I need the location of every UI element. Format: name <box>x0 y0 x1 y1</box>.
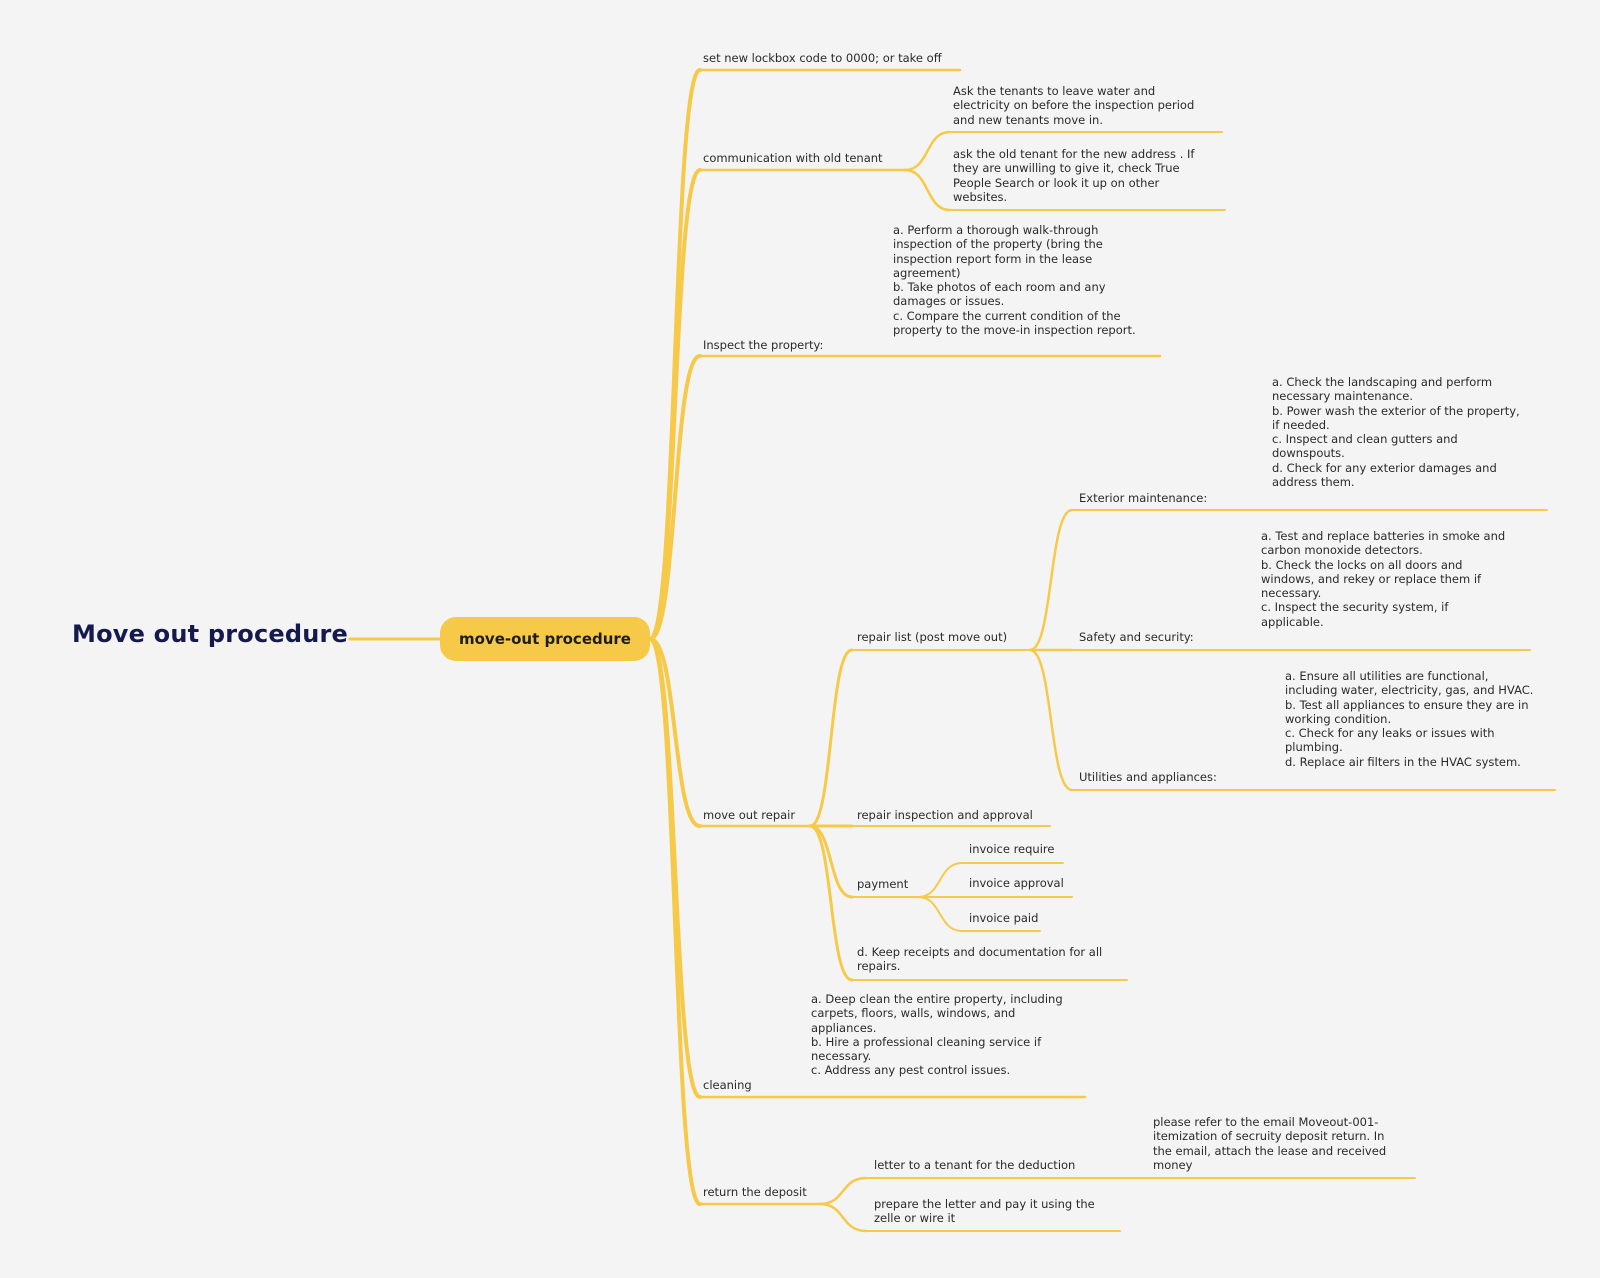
node-payment[interactable]: payment <box>857 877 909 891</box>
branch-line-deduction-letter <box>818 1176 868 1206</box>
node-cleaning-detail[interactable]: a. Deep clean the entire property, inclu… <box>811 992 1063 1078</box>
branch-line-inspect <box>648 354 702 641</box>
page-title[interactable]: Move out procedure <box>72 620 349 648</box>
branch-line-deposit <box>648 637 702 1206</box>
node-return-deposit[interactable]: return the deposit <box>703 1185 807 1199</box>
branch-line-utilities-appliances <box>1028 648 1074 792</box>
node-utilities-detail[interactable]: a. Ensure all utilities are functional, … <box>1285 669 1534 769</box>
branch-line-keep-receipts <box>808 824 854 982</box>
node-repair-list[interactable]: repair list (post move out) <box>857 630 1008 644</box>
branch-line-lockbox <box>648 68 702 641</box>
branch-line-pay-zelle <box>818 1202 868 1233</box>
branch-line-cleaning <box>648 637 702 1099</box>
node-leave-utilities-on[interactable]: Ask the tenants to leave water and elect… <box>953 84 1195 127</box>
node-inspect-property[interactable]: Inspect the property: <box>703 338 824 352</box>
node-lockbox[interactable]: set new lockbox code to 0000; or take of… <box>703 51 942 65</box>
node-exterior-detail[interactable]: a. Check the landscaping and perform nec… <box>1272 375 1520 490</box>
branch-line-payment <box>808 824 854 899</box>
node-invoice-approval[interactable]: invoice approval <box>969 876 1064 890</box>
node-deduction-letter[interactable]: letter to a tenant for the deduction <box>874 1158 1076 1172</box>
node-email-reference[interactable]: please refer to the email Moveout-001- i… <box>1153 1115 1387 1172</box>
branch-line-leave-utilities-on <box>903 130 952 172</box>
node-new-address[interactable]: ask the old tenant for the new address .… <box>953 147 1195 204</box>
node-exterior-maintenance[interactable]: Exterior maintenance: <box>1079 491 1208 505</box>
branch-line-invoice-paid <box>917 896 963 932</box>
node-inspect-detail[interactable]: a. Perform a thorough walk-through inspe… <box>893 223 1136 338</box>
node-safety-security[interactable]: Safety and security: <box>1079 630 1194 644</box>
branch-line-repair <box>648 637 702 828</box>
node-cleaning[interactable]: cleaning <box>703 1078 752 1092</box>
node-invoice-require[interactable]: invoice require <box>969 842 1055 856</box>
branch-line-exterior-maintenance <box>1028 508 1074 652</box>
branch-line-repair-list <box>808 648 854 828</box>
node-keep-receipts[interactable]: d. Keep receipts and documentation for a… <box>857 945 1103 974</box>
branch-line-communication <box>648 168 702 641</box>
node-invoice-paid[interactable]: invoice paid <box>969 911 1039 925</box>
branch-line-invoice-require <box>917 862 963 898</box>
root-node[interactable]: move-out procedure <box>440 617 650 661</box>
branch-line-new-address <box>903 168 952 212</box>
node-repair-inspection[interactable]: repair inspection and approval <box>857 808 1033 822</box>
node-communication[interactable]: communication with old tenant <box>703 151 883 165</box>
node-safety-detail[interactable]: a. Test and replace batteries in smoke a… <box>1261 529 1506 629</box>
node-utilities-appliances[interactable]: Utilities and appliances: <box>1079 770 1217 784</box>
node-move-out-repair[interactable]: move out repair <box>703 808 796 822</box>
node-pay-zelle[interactable]: prepare the letter and pay it using the … <box>874 1197 1095 1226</box>
